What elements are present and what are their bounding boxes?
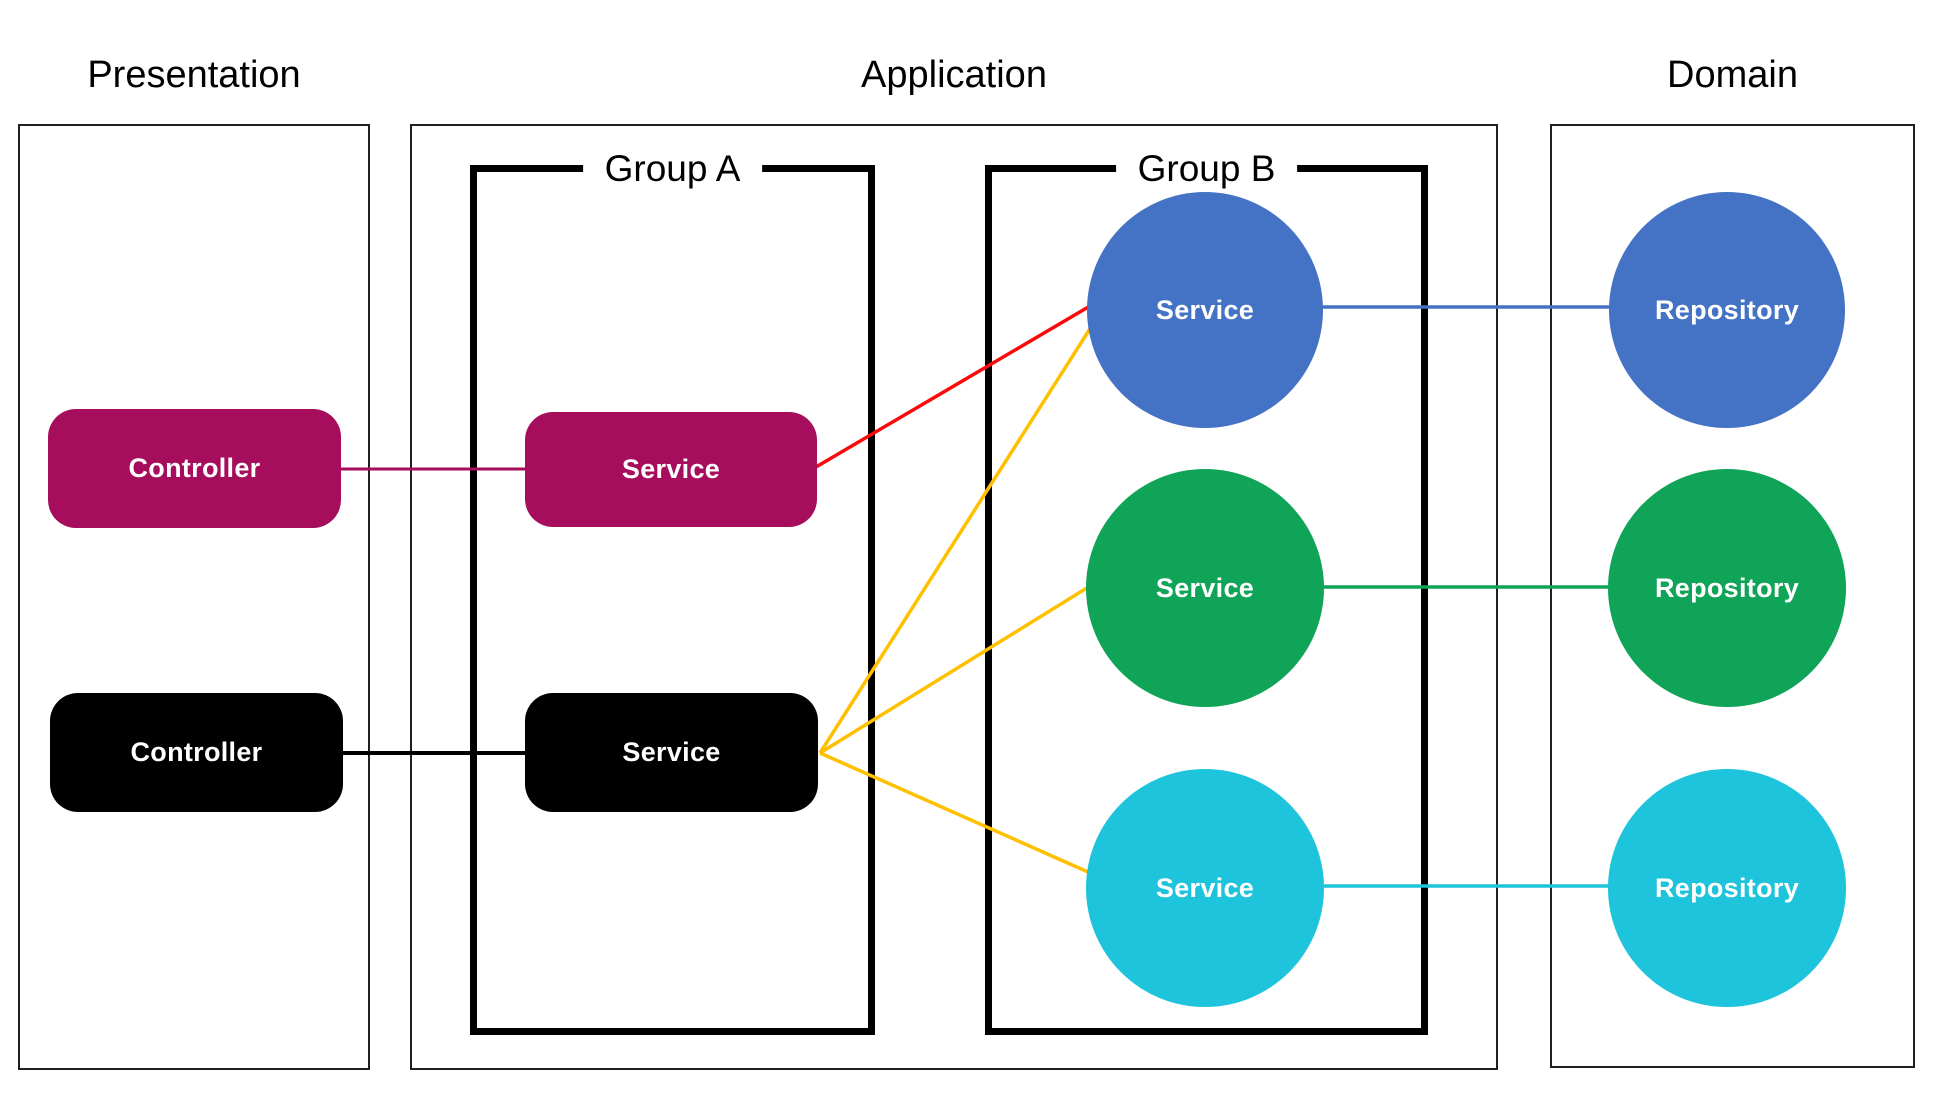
node-repository-cyan: Repository bbox=[1608, 769, 1846, 1007]
node-label: Controller bbox=[130, 737, 263, 767]
node-label: Service bbox=[1155, 294, 1255, 325]
group-a-label: Group A bbox=[582, 145, 763, 193]
node-label: Service bbox=[621, 454, 721, 484]
node-label: Repository bbox=[1654, 872, 1800, 903]
presentation-layer-box bbox=[18, 124, 370, 1070]
node-label: Service bbox=[1155, 572, 1255, 603]
node-label: Controller bbox=[128, 453, 261, 483]
node-repository-blue: Repository bbox=[1609, 192, 1845, 428]
node-label: Service bbox=[622, 737, 721, 767]
node-service-green: Service bbox=[1086, 469, 1324, 707]
node-repository-green: Repository bbox=[1608, 469, 1846, 707]
presentation-layer-title: Presentation bbox=[87, 54, 301, 96]
node-service-cyan: Service bbox=[1086, 769, 1324, 1007]
node-label: Repository bbox=[1654, 294, 1800, 325]
node-controller-black: Controller bbox=[50, 693, 343, 812]
group-a-box: Group A bbox=[470, 145, 875, 1035]
node-label: Service bbox=[1155, 872, 1255, 903]
node-service-black: Service bbox=[525, 693, 818, 812]
node-label: Repository bbox=[1654, 572, 1800, 603]
node-service-blue: Service bbox=[1087, 192, 1323, 428]
group-b-label: Group B bbox=[1115, 145, 1298, 193]
node-service-magenta: Service bbox=[525, 412, 817, 527]
domain-layer-title: Domain bbox=[1667, 54, 1798, 96]
application-layer-title: Application bbox=[861, 54, 1047, 96]
node-controller-magenta: Controller bbox=[48, 409, 341, 528]
